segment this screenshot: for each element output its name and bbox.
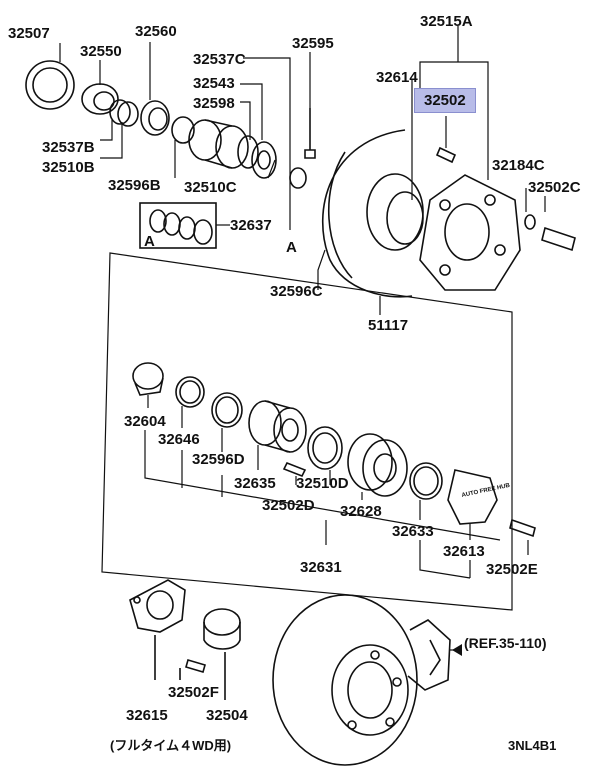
bolt-32595-drawing	[304, 108, 316, 159]
bearing-32635-drawing	[248, 400, 307, 453]
hub-32515A-drawing	[419, 174, 521, 291]
label-32637: 32637	[230, 217, 272, 234]
label-32510d: 32510D	[296, 475, 349, 492]
label-32550: 32550	[80, 43, 122, 60]
label-32631: 32631	[300, 559, 342, 576]
housing-32543-drawing	[188, 119, 249, 169]
label-32510c: 32510C	[184, 179, 237, 196]
label-32646: 32646	[158, 431, 200, 448]
label-mark-a: A	[286, 239, 297, 256]
footnote-full-time-4wd: (フルタイム４WD用)	[110, 738, 232, 753]
label-32628: 32628	[340, 503, 382, 520]
bearing-32537B-drawing	[109, 99, 139, 127]
label-32633: 32633	[392, 523, 434, 540]
label-32596c: 32596C	[270, 283, 323, 300]
label-32184c: 32184C	[492, 157, 545, 174]
ring-32560-drawing	[140, 100, 170, 136]
caliper-drawing	[407, 619, 451, 691]
label-32537c: 32537C	[193, 51, 246, 68]
cap-32504-drawing	[203, 608, 241, 650]
label-32604: 32604	[124, 413, 166, 430]
label-32543: 32543	[193, 75, 235, 92]
rotor-51117-drawing	[322, 129, 424, 298]
label-51117: 51117	[368, 317, 409, 334]
label-32614: 32614	[376, 69, 418, 86]
label-32635: 32635	[234, 475, 276, 492]
label-32537b: 32537B	[42, 139, 95, 156]
rotor-ref-drawing	[272, 594, 418, 766]
label-set-a: A	[144, 233, 155, 250]
label-32515a: 32515A	[420, 13, 473, 30]
label-32613: 32613	[443, 543, 485, 560]
label-32596b: 32596B	[108, 177, 161, 194]
spline-32598-drawing	[237, 135, 277, 179]
label-32615: 32615	[126, 707, 168, 724]
diagram-code: 3NL4B1	[508, 738, 557, 753]
label-32596d: 32596D	[192, 451, 245, 468]
label-32598: 32598	[193, 95, 235, 112]
label-32502-highlighted: 32502	[414, 88, 476, 113]
flange-32615-drawing	[129, 579, 186, 633]
label-32502e: 32502E	[486, 561, 538, 578]
label-32504: 32504	[206, 707, 248, 724]
cap-32604-drawing	[132, 362, 164, 396]
label-32502c: 32502C	[528, 179, 581, 196]
label-32502d: 32502D	[262, 497, 315, 514]
cap-32613-drawing	[447, 469, 498, 525]
clutch-32628-drawing	[347, 433, 408, 497]
seal-32507-drawing	[25, 60, 75, 110]
label-32595: 32595	[292, 35, 334, 52]
label-32507: 32507	[8, 25, 50, 42]
label-32502f: 32502F	[168, 684, 219, 701]
label-32510b: 32510B	[42, 159, 95, 176]
bolt-32502C-drawing	[524, 214, 576, 252]
hub-cap-lettering: AUTO FREE HUB	[461, 483, 511, 499]
ring-32550-drawing	[81, 83, 119, 115]
label-ref-35-110: (REF.35-110)	[464, 635, 547, 651]
label-32560: 32560	[135, 23, 177, 40]
